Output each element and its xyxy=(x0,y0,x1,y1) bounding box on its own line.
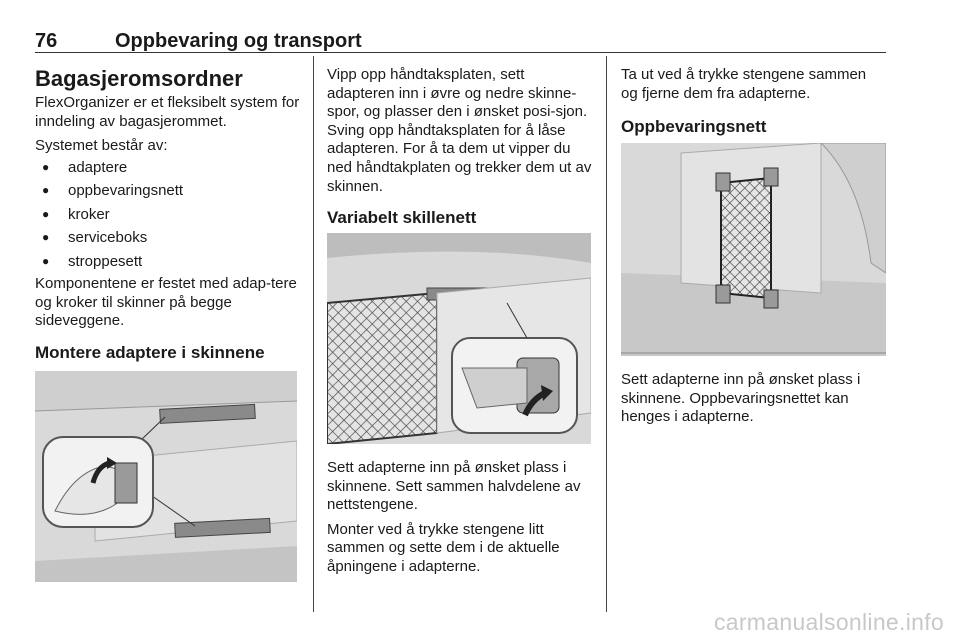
list-item: stroppesett xyxy=(35,250,300,274)
illustration-storage-net xyxy=(621,143,886,356)
column-3-lower: Sett adapterne inn på ønsket plass i ski… xyxy=(621,371,886,433)
list-item: serviceboks xyxy=(35,226,300,250)
page-header: 76 Oppbevaring og transport xyxy=(35,30,886,52)
intro-paragraph: FlexOrganizer er et fleksibelt system fo… xyxy=(35,94,300,130)
subheading-mount-adapters: Montere adaptere i skinnene xyxy=(35,343,265,363)
illustration-adapter-mounting xyxy=(35,371,297,582)
subheading-storage-net: Oppbevaringsnett xyxy=(621,117,767,137)
column-2-lower: Sett adapterne inn på ønsket plass i ski… xyxy=(327,459,593,583)
list-item: kroker xyxy=(35,203,300,227)
watermark: carmanualsonline.info xyxy=(713,609,944,635)
section-heading: Bagasjeromsordner xyxy=(35,66,243,91)
list-item: adaptere xyxy=(35,156,300,180)
component-list: adaptere oppbevaringsnett kroker service… xyxy=(35,156,300,274)
column-divider-left xyxy=(313,56,314,612)
illustration-divider-net xyxy=(327,233,591,444)
page-title: Oppbevaring og transport xyxy=(115,30,362,52)
header-rule xyxy=(35,52,886,53)
divider-net-instructions: Sett adapterne inn på ønsket plass i ski… xyxy=(327,459,581,514)
subheading-divider-net: Variabelt skillenett xyxy=(327,208,477,228)
column-1: Bagasjeromsordner FlexOrganizer er et fl… xyxy=(35,56,300,373)
column-divider-right xyxy=(606,56,607,612)
storage-net-instructions: Sett adapterne inn på ønsket plass i ski… xyxy=(621,371,861,426)
adapter-instructions: Vipp opp håndtaksplaten, sett adapteren … xyxy=(327,66,592,195)
list-item: oppbevaringsnett xyxy=(35,179,300,203)
divider-net-mount-instructions: Monter ved å trykke stengene litt sammen… xyxy=(327,520,560,575)
components-paragraph: Komponentene er festet med adap-tere og … xyxy=(35,275,297,330)
list-intro: Systemet består av: xyxy=(35,137,168,155)
page-number: 76 xyxy=(35,30,58,52)
column-3: Ta ut ved å trykke stengene sammen og fj… xyxy=(621,66,886,147)
removal-instructions: Ta ut ved å trykke stengene sammen og fj… xyxy=(621,66,867,102)
column-2: Vipp opp håndtaksplaten, sett adapteren … xyxy=(327,66,593,238)
